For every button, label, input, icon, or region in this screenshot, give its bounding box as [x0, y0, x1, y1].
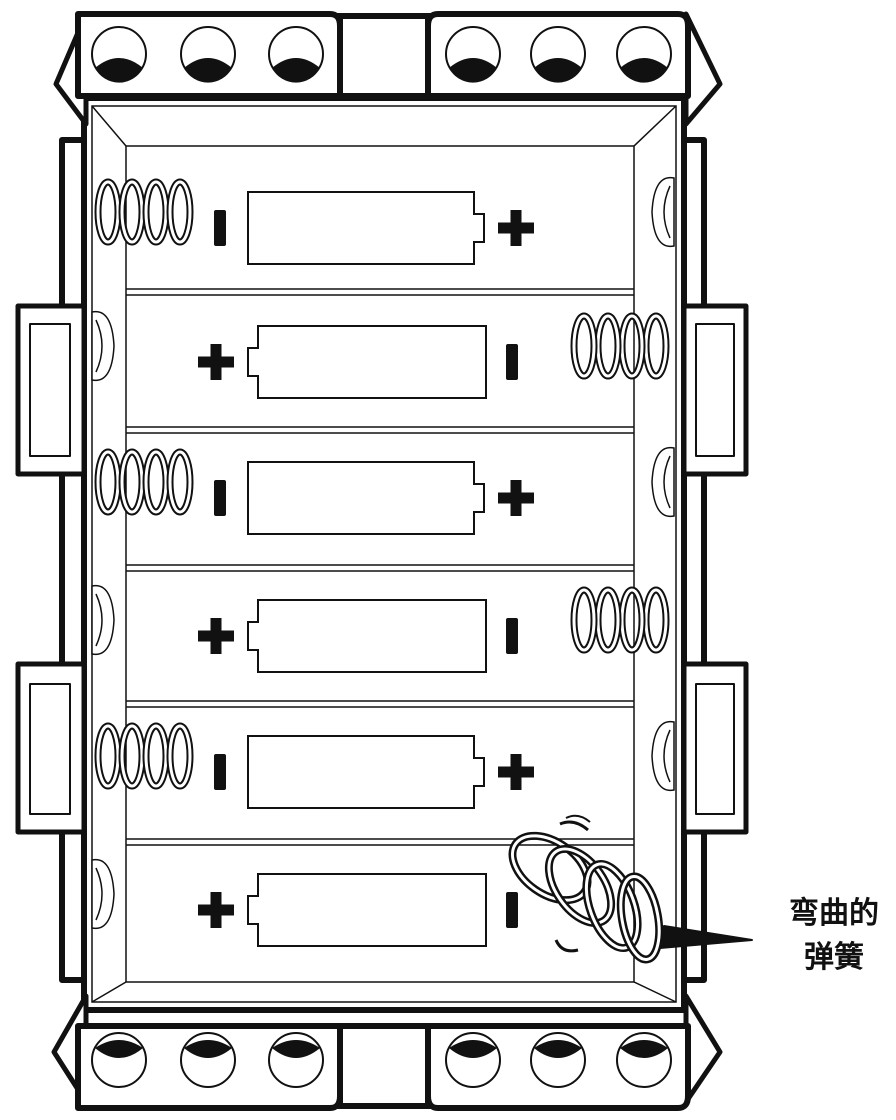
bottom-center-tab	[337, 1023, 431, 1109]
battery-slot-1	[94, 176, 675, 265]
callout-label: 弯曲的 弹簧	[772, 892, 896, 980]
minus-sign	[506, 344, 518, 380]
callout-label-line1: 弯曲的	[789, 896, 879, 931]
plus-sign	[198, 618, 234, 654]
divider-3	[126, 564, 634, 572]
screw-hole-bottom-5	[530, 1032, 586, 1088]
battery-slot-3	[94, 446, 675, 535]
top-center-tab	[337, 13, 431, 99]
spring-coil-icon	[94, 722, 194, 790]
contact-plate-icon	[651, 176, 675, 248]
spring-coil-icon	[94, 448, 194, 516]
compartment-dividers	[126, 288, 634, 846]
screw-holes	[91, 26, 672, 1088]
spring-coil-icon	[570, 312, 670, 380]
screw-hole-bottom-4	[445, 1032, 501, 1088]
screw-hole-top-1	[91, 26, 147, 83]
inner-tray	[91, 105, 677, 1003]
screw-hole-top-2	[180, 26, 236, 83]
screw-hole-bottom-6	[616, 1032, 672, 1088]
screw-hole-bottom-1	[91, 1032, 147, 1088]
bent-spring-icon	[508, 814, 664, 964]
battery-slot-5	[94, 720, 675, 809]
plus-sign	[498, 480, 534, 516]
plus-sign	[198, 344, 234, 380]
battery-slot-4	[91, 584, 670, 673]
minus-sign	[214, 480, 226, 516]
spring-coil-icon	[94, 178, 194, 246]
contact-plate-icon	[91, 858, 115, 930]
divider-2	[126, 426, 634, 434]
battery-outline	[247, 599, 487, 673]
battery-slots	[91, 176, 675, 964]
screw-hole-bottom-2	[180, 1032, 236, 1088]
screw-hole-top-3	[268, 26, 324, 83]
minus-sign	[506, 618, 518, 654]
screw-hole-top-4	[445, 26, 501, 83]
battery-outline	[247, 735, 485, 809]
battery-outline	[247, 191, 485, 265]
battery-outline	[247, 461, 485, 535]
contact-plate-icon	[91, 584, 115, 656]
battery-slot-6	[91, 814, 664, 964]
minus-sign	[506, 892, 518, 928]
battery-outline	[247, 325, 487, 399]
plus-sign	[498, 210, 534, 246]
callout-label-line2: 弹簧	[804, 940, 864, 975]
battery-outline	[247, 873, 487, 947]
contact-plate-icon	[651, 446, 675, 518]
spring-coil-icon	[570, 586, 670, 654]
minus-sign	[214, 754, 226, 790]
plus-sign	[498, 754, 534, 790]
contact-plate-icon	[91, 310, 115, 382]
minus-sign	[214, 210, 226, 246]
screw-hole-bottom-3	[268, 1032, 324, 1088]
divider-1	[126, 288, 634, 296]
screw-hole-top-5	[530, 26, 586, 83]
plus-sign	[198, 892, 234, 928]
screw-hole-top-6	[616, 26, 672, 83]
divider-4	[126, 700, 634, 708]
battery-slot-2	[91, 310, 670, 399]
callout-pointer	[659, 925, 753, 949]
contact-plate-icon	[651, 720, 675, 792]
